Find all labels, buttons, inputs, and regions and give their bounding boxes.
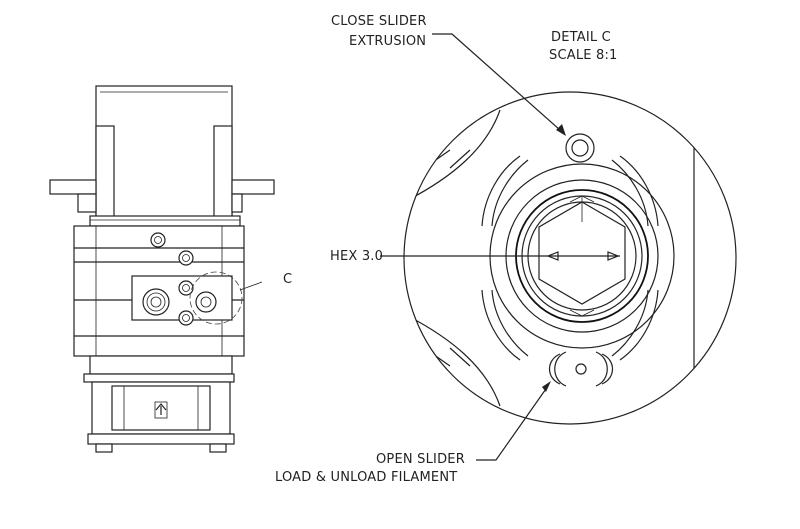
detail-c-marker bbox=[189, 271, 243, 325]
leader-close-slider bbox=[432, 33, 561, 131]
screw-top bbox=[150, 232, 166, 248]
section-letter: C bbox=[283, 272, 293, 287]
open-slider-label-line2: LOAD & UNLOAD FILAMENT bbox=[275, 470, 458, 485]
motor-body bbox=[95, 85, 233, 223]
right-flange bbox=[231, 179, 275, 195]
open-slider-label-line1: OPEN SLIDER bbox=[376, 452, 465, 467]
up-arrow-icon bbox=[155, 403, 167, 415]
close-slider-label-line2: EXTRUSION bbox=[349, 34, 427, 49]
detail-scale: SCALE 8:1 bbox=[549, 48, 618, 63]
close-slider-label-line1: CLOSE SLIDER bbox=[331, 14, 427, 29]
detail-boundary bbox=[403, 91, 737, 425]
left-flange bbox=[49, 179, 97, 195]
open-slider-detent bbox=[575, 363, 587, 375]
detail-title: DETAIL C bbox=[551, 30, 611, 45]
detail-c-view bbox=[380, 33, 737, 461]
front-view-assembly bbox=[49, 85, 275, 453]
hex-dimension-label: HEX 3.0 bbox=[330, 249, 384, 264]
hex-socket bbox=[538, 201, 626, 305]
close-slider-detent bbox=[565, 133, 595, 163]
leader-open-slider bbox=[476, 385, 549, 461]
